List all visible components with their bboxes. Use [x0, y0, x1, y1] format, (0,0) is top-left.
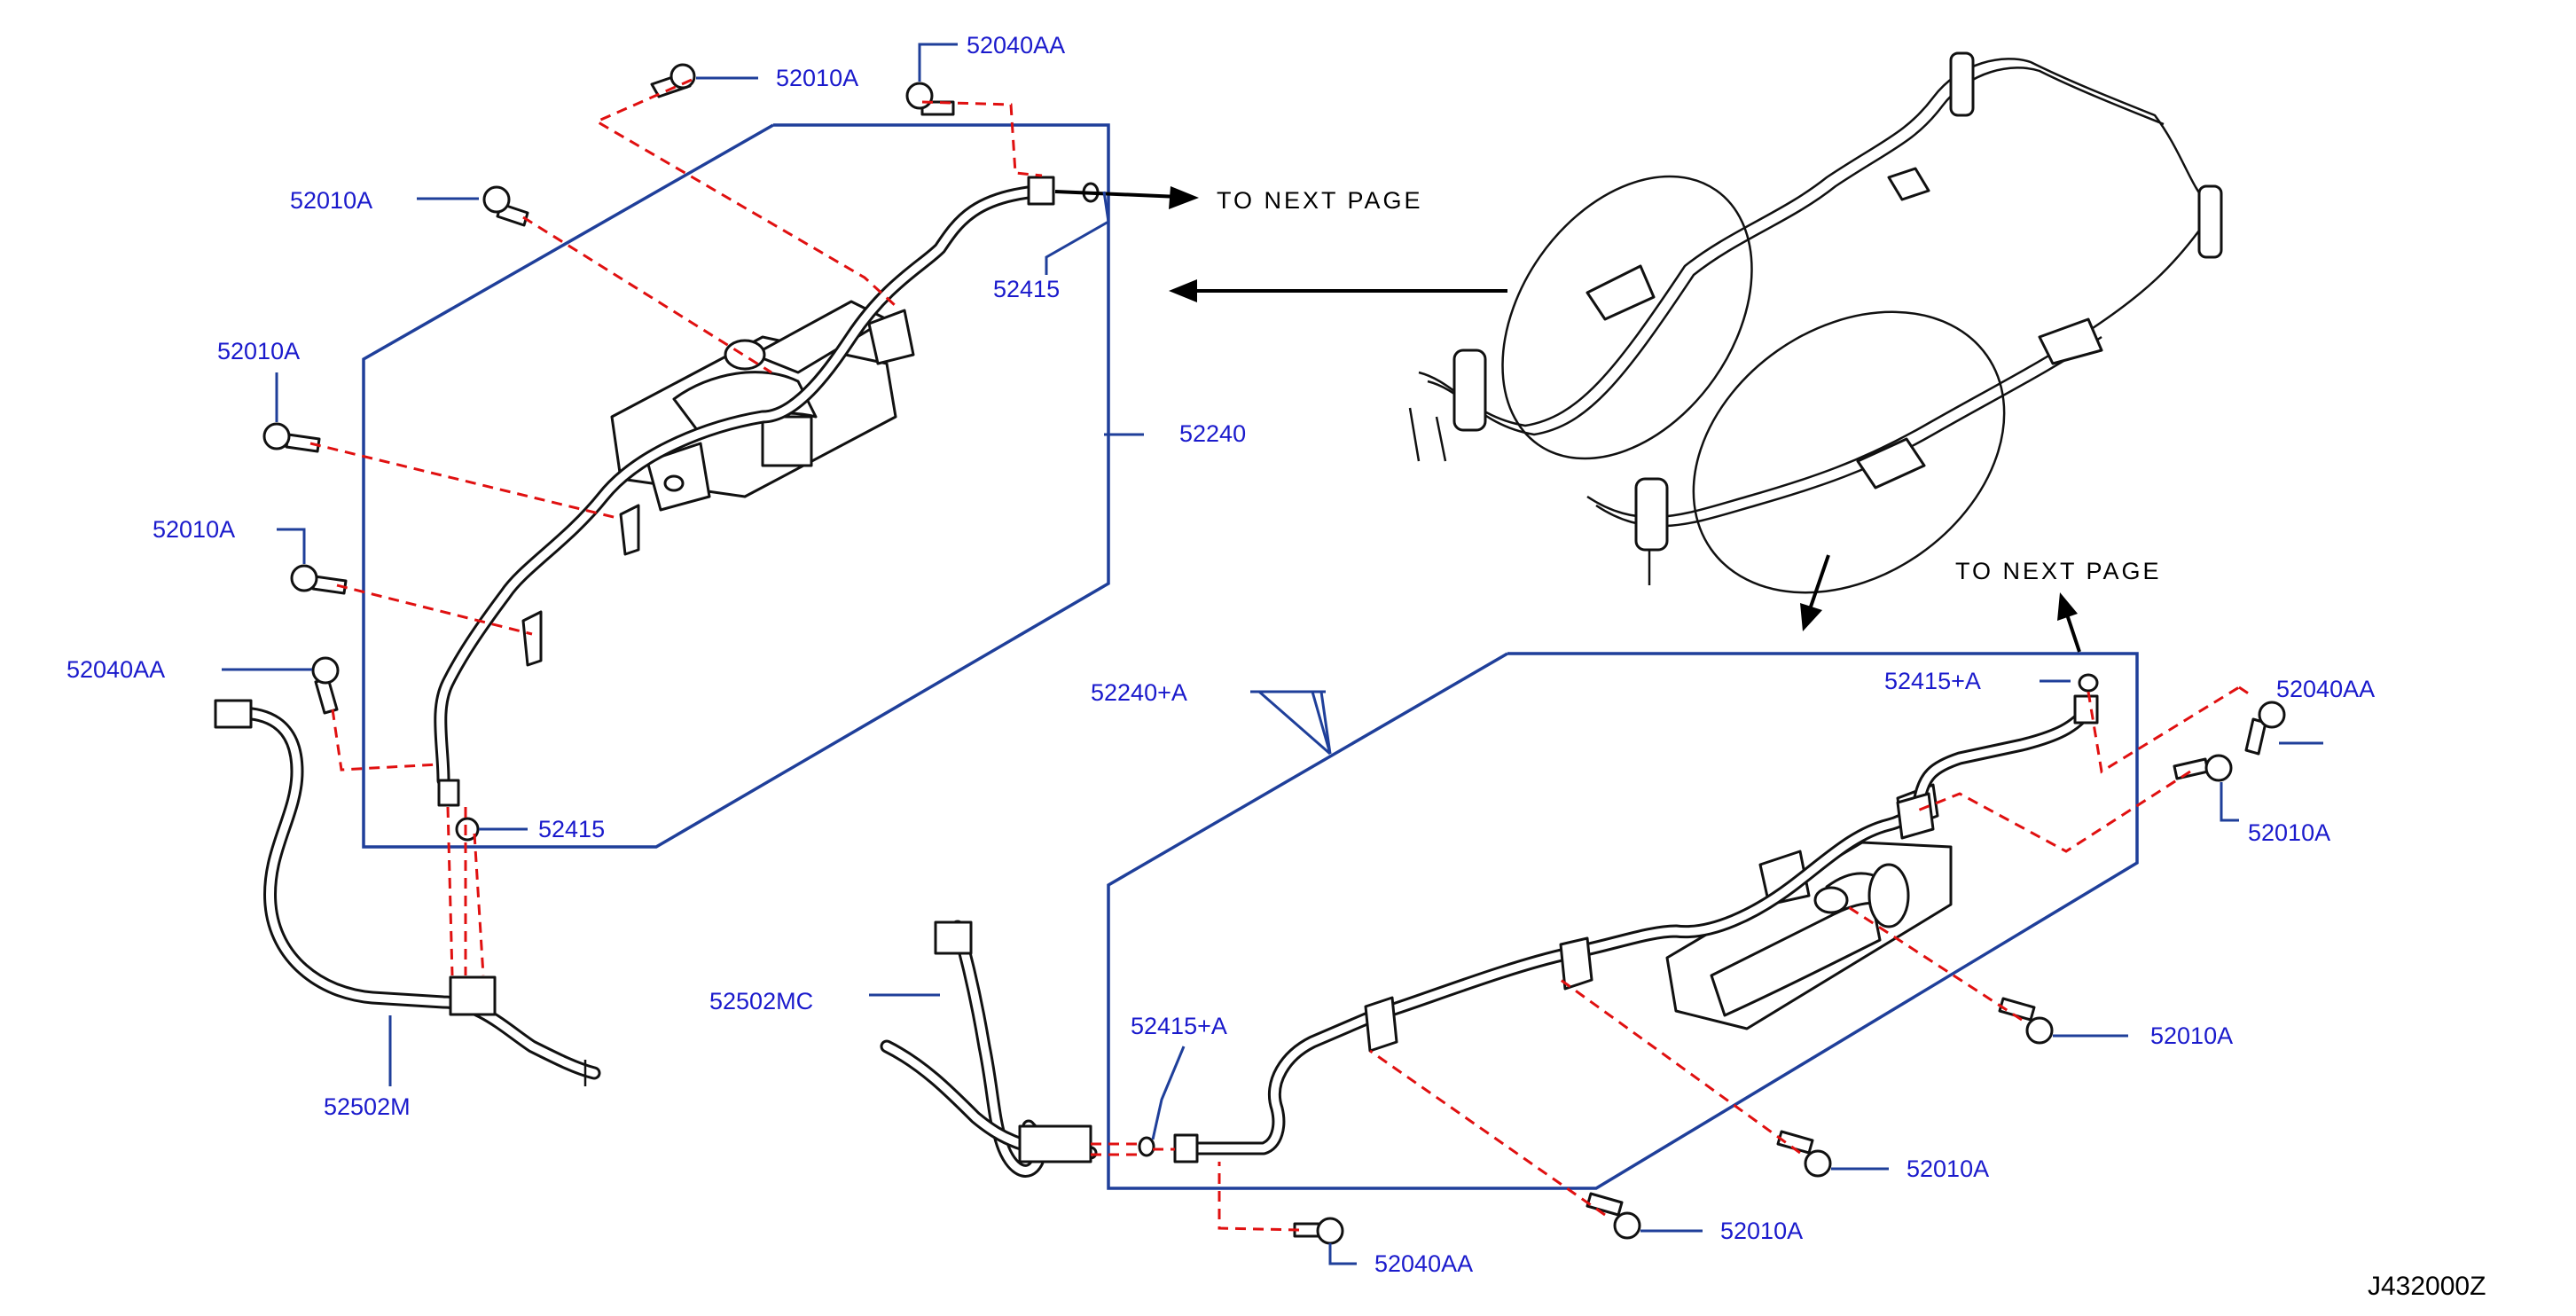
frame-52240A [1107, 652, 2139, 1190]
bolt-icon [905, 82, 955, 116]
label-52010A: 52010A [2248, 819, 2330, 846]
label-52502MC: 52502MC [709, 988, 813, 1014]
bolt-icon [482, 185, 529, 227]
label-52010A: 52010A [290, 187, 372, 214]
detail-circle-upper [1501, 175, 1753, 460]
overview-layout [1169, 51, 2223, 631]
label-52240A: 52240+A [1091, 679, 1187, 706]
oring-52415-bottom [455, 817, 480, 842]
label-52040AA: 52040AA [1374, 1250, 1473, 1277]
label-52040AA: 52040AA [2276, 676, 2375, 702]
label-52415A: 52415+A [1131, 1013, 1227, 1039]
bolt-icon [1586, 1192, 1641, 1240]
label-52040AA: 52040AA [967, 32, 1065, 59]
bolt-icon [1293, 1217, 1344, 1245]
part-labels: 52010A 52040AA 52010A 52415 52010A 52240… [67, 32, 2486, 1301]
to-next-page-note: TO NEXT PAGE [1955, 558, 2162, 584]
left-assembly [214, 63, 1110, 1086]
right-assembly [880, 186, 2286, 1245]
label-52415: 52415 [538, 816, 605, 842]
diagram-code: J432000Z [2368, 1272, 2486, 1301]
label-52415: 52415 [993, 276, 1060, 302]
label-52010A: 52010A [2150, 1022, 2233, 1049]
to-next-page-note: TO NEXT PAGE [1217, 187, 1423, 214]
label-52010A: 52010A [1720, 1218, 1803, 1244]
bolt-icon [2173, 754, 2233, 782]
label-52010A: 52010A [217, 338, 300, 364]
frame-52240 [362, 123, 1110, 849]
label-52240: 52240 [1179, 420, 1246, 447]
label-52010A: 52010A [153, 516, 235, 543]
label-52502M: 52502M [324, 1093, 411, 1120]
leader-lines [222, 43, 2323, 1265]
bolt-icon [311, 656, 340, 715]
bolt-icon [1776, 1130, 1832, 1178]
canister-left [610, 300, 915, 512]
bolt-icon [262, 422, 321, 453]
oring-52415A-top [2078, 673, 2099, 693]
label-52010A: 52010A [776, 65, 858, 91]
oring-52415A-bottom [1138, 1136, 1155, 1157]
bolt-icon [1998, 997, 2054, 1045]
label-52415A: 52415+A [1884, 668, 1981, 694]
bolt-icon [2244, 701, 2286, 756]
detail-circle-lower [1692, 310, 2006, 594]
tube-52240A [1186, 702, 2095, 1155]
tube-end-fitting [1027, 176, 1055, 206]
bolt-icon [290, 564, 348, 595]
label-52010A: 52010A [1907, 1155, 1989, 1182]
label-52040AA: 52040AA [67, 656, 165, 683]
